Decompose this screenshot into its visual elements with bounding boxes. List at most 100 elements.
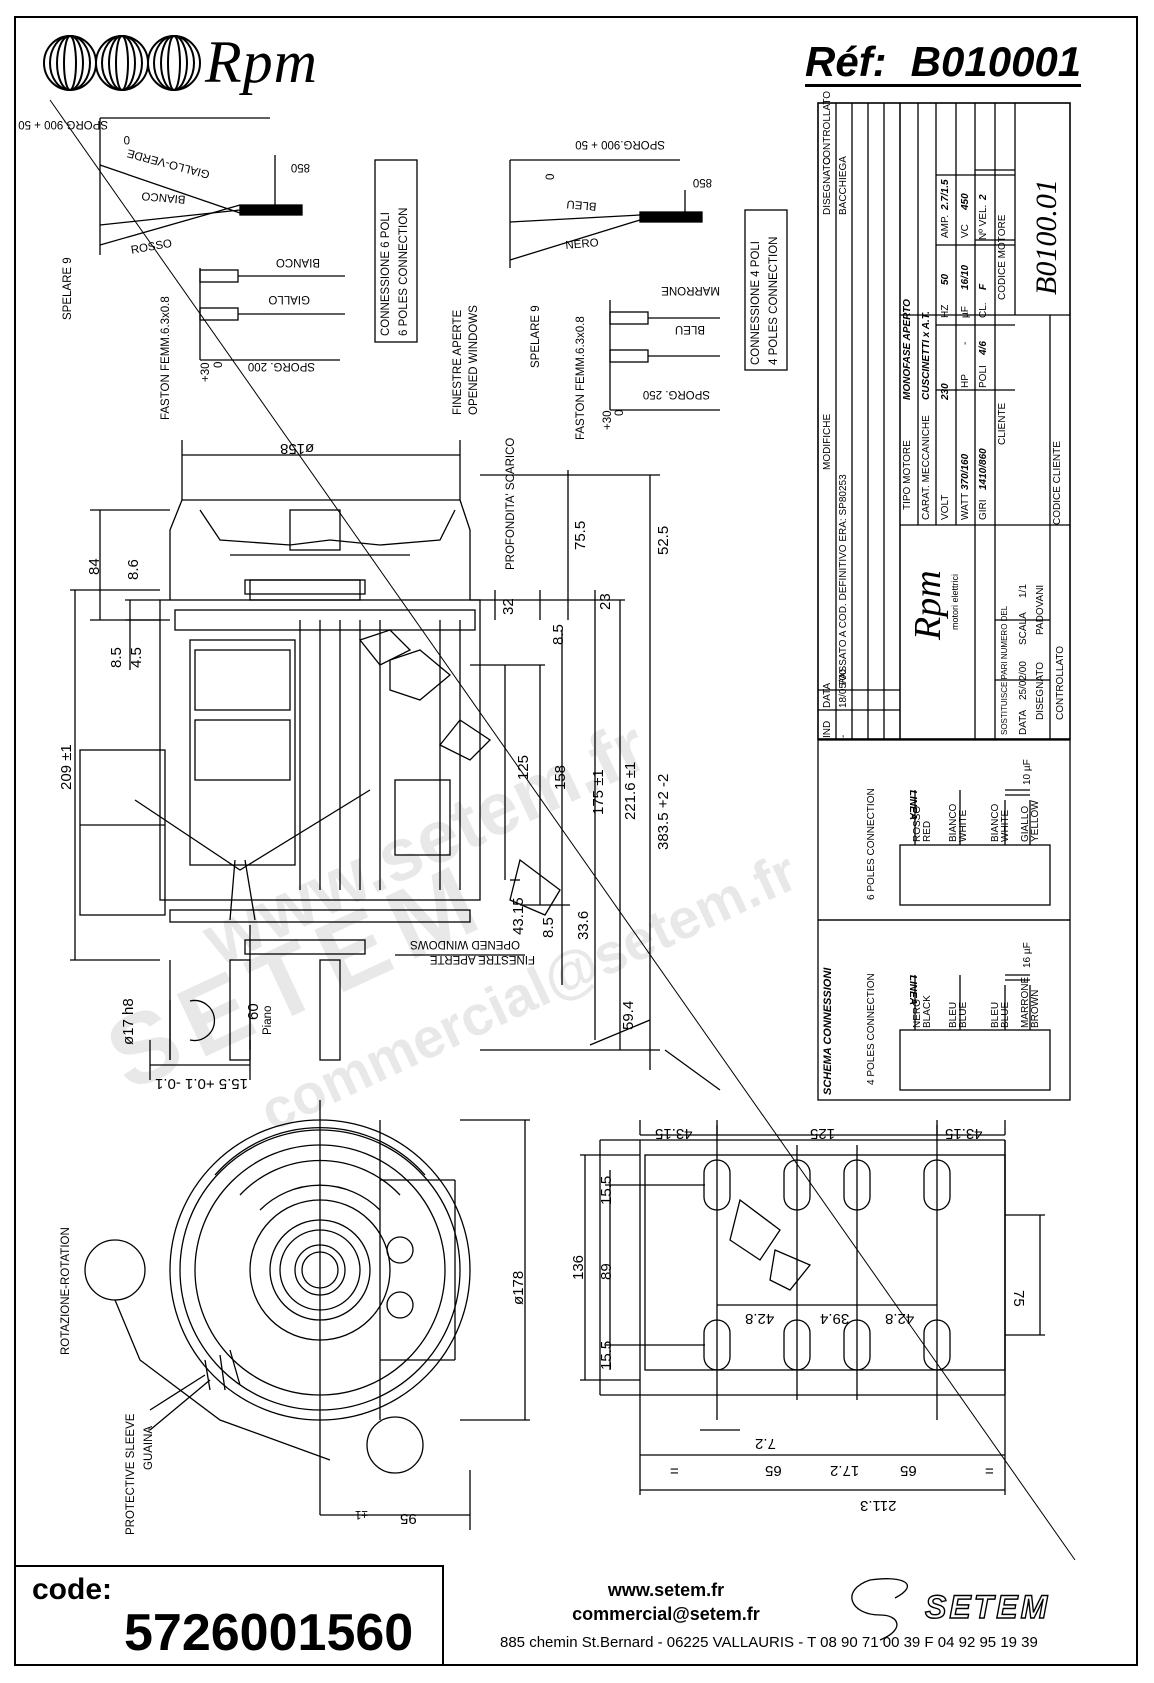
schema-4-wire-3: BLUE [958, 1001, 969, 1028]
reference-number: Réf:B010001 [805, 38, 1082, 87]
dim-65a: 65 [765, 1462, 782, 1479]
code-label: code: [32, 1573, 113, 1606]
connection-6-subtitle: 6 POLES CONNECTION [398, 207, 410, 336]
schema-4-wire-1: BLACK [922, 995, 933, 1028]
disegnato-value: PADOVANI [1035, 584, 1046, 635]
cliente-label: CLIENTE [997, 402, 1008, 445]
schema-6-wire-5: WHITE [1000, 809, 1011, 842]
plane-label: Piano [262, 1005, 274, 1035]
scala-value: 1/1 [1018, 584, 1029, 598]
dim-4-5: 4.5 [128, 647, 145, 668]
mod-row1-text: PASSATO A COD. DEFINITIVO ERA: SP80253 [838, 474, 849, 685]
sostituisce-label: SOSTITUISCE PARI NUMERO DEL [1000, 605, 1009, 735]
dim-125: 125 [515, 754, 532, 780]
sporg-bottom-4: SPORG. 250 [642, 388, 710, 400]
dim-d17: ø17 h8 [120, 998, 137, 1045]
guaina-label: GUAINA [143, 1425, 155, 1470]
schema-4-wire-5: BLUE [1000, 1001, 1011, 1028]
mod-row1-ind: - [838, 734, 849, 738]
dim-52-5: 52.5 [655, 525, 672, 555]
uf-label: µF [960, 306, 971, 318]
sporg-bottom-tol2-4: 0 [614, 409, 626, 416]
lead-marrone: MARRONE [661, 284, 720, 296]
schema-4-title: 4 POLES CONNECTION [866, 973, 877, 1085]
cl-label: CL. [978, 302, 989, 318]
schema-4-cap: 16 µF [1022, 942, 1033, 968]
dim-60: 60 [245, 1003, 262, 1020]
sporg-bottom-tol-6: +30 [200, 362, 212, 382]
lead-length-4: 850 [692, 176, 712, 188]
strip-length-4: SPELARE 9 [530, 305, 542, 368]
nvel-label: Nº VEL. [978, 204, 989, 240]
sporg-top-tol-6: 0 [123, 133, 130, 145]
volt-value: 230 [940, 383, 951, 400]
dim-125-top: 125 [810, 1125, 836, 1142]
protective-sleeve-label: PROTECTIVE SLEEVE [125, 1413, 137, 1535]
windows-bottom-label: FINESTRE APERTE [429, 953, 535, 965]
dim-175: 175 ±1 [590, 769, 607, 815]
faston-4: FASTON FEMM.6.3x0.8 [575, 316, 587, 440]
scala-label: SCALA [1018, 612, 1029, 645]
dim-42-8b: 42.8 [885, 1310, 915, 1327]
schema-title: SCHEMA CONNESSIONI [822, 967, 834, 1095]
contact-block: www.setem.fr commercial@setem.fr [516, 1578, 816, 1626]
connection-4-title: CONNESSIONE 4 POLI [750, 241, 762, 365]
email-link[interactable]: commercial@setem.fr [572, 1604, 760, 1624]
dim-15-5b: 15.5 [598, 1340, 615, 1370]
depth-label: PROFONDITA' SCARICO [505, 437, 517, 570]
hp-value: - [960, 341, 971, 345]
schema-6-wire-1: RED [922, 820, 933, 842]
schema-6-wire-3: WHITE [958, 809, 969, 842]
dim-158b: 158 [552, 764, 569, 790]
wire-bleu: BLEU [566, 197, 598, 212]
disegnato-label: DISEGNATO [1035, 662, 1046, 720]
hp-label: HP [960, 374, 971, 388]
windows-top-label-en: OPENED WINDOWS [468, 305, 480, 415]
connection-4-subtitle: 4 POLES CONNECTION [768, 236, 780, 365]
dim-d178: ø178 [510, 1270, 527, 1305]
code-box: code: 5726001560 [14, 1565, 444, 1666]
dim-43-15b: 43.15 [945, 1125, 983, 1142]
ref-value: B010001 [910, 38, 1082, 85]
schema-4-wire-7: BROWN [1030, 989, 1041, 1028]
rpm-coil-logo [43, 35, 201, 91]
volt-label: VOLT [940, 494, 951, 520]
company-address: 885 chemin St.Bernard - 06225 VALLAURIS … [500, 1634, 1038, 1651]
strip-length-6: SPELARE 9 [62, 257, 74, 320]
dim-42-8a: 42.8 [745, 1310, 775, 1327]
dim-89: 89 [598, 1263, 615, 1280]
dim-211-3: 211.3 [860, 1497, 897, 1514]
watt-label: WATT [960, 492, 971, 520]
faston-6: FASTON FEMM.6.3x0.8 [160, 296, 172, 420]
dim-eq2: = [985, 1462, 994, 1479]
website-link[interactable]: www.setem.fr [607, 1580, 725, 1600]
dim-15-5a: 15.5 [598, 1175, 615, 1205]
tipo-motore-label: TIPO MOTORE [902, 440, 913, 510]
dim-43-15a: 43.15 [655, 1125, 693, 1142]
vc-label: VC [960, 224, 971, 238]
data-value: 25/02/00 [1018, 661, 1029, 700]
dim-65b: 65 [900, 1462, 917, 1479]
tipo-motore-value: MONOFASE APERTO [902, 299, 913, 400]
dim-d158: ø158 [280, 440, 315, 457]
dim-136: 136 [570, 1254, 587, 1280]
connection-6-title: CONNESSIONE 6 POLI [380, 212, 392, 336]
dim-8-5b: 8.5 [550, 624, 567, 645]
setem-logo-text: SETEM [924, 1588, 1051, 1625]
nvel-value: 2 [978, 194, 989, 200]
title-block-brand: Rpm [907, 570, 949, 640]
rotation-label: ROTAZIONE-ROTATION [60, 1227, 72, 1355]
dim-75-5: 75.5 [572, 520, 589, 550]
dim-8-5a: 8.5 [108, 647, 125, 668]
codice-cliente-label: CODICE CLIENTE [1052, 441, 1063, 525]
watt-value: 370/160 [960, 453, 971, 490]
dim-75: 75 [1010, 1290, 1027, 1307]
drawing-sheet [14, 16, 1138, 1666]
dim-32: 32 [500, 598, 517, 615]
dim-43-15: 43.15 [510, 897, 527, 935]
windows-top-label: FINESTRE APERTE [452, 309, 464, 415]
sporg-top-tol-4: 0 [545, 173, 557, 180]
schema-6-title: 6 POLES CONNECTION [866, 788, 877, 900]
amp-value: 2.7/1.5 [940, 179, 951, 210]
